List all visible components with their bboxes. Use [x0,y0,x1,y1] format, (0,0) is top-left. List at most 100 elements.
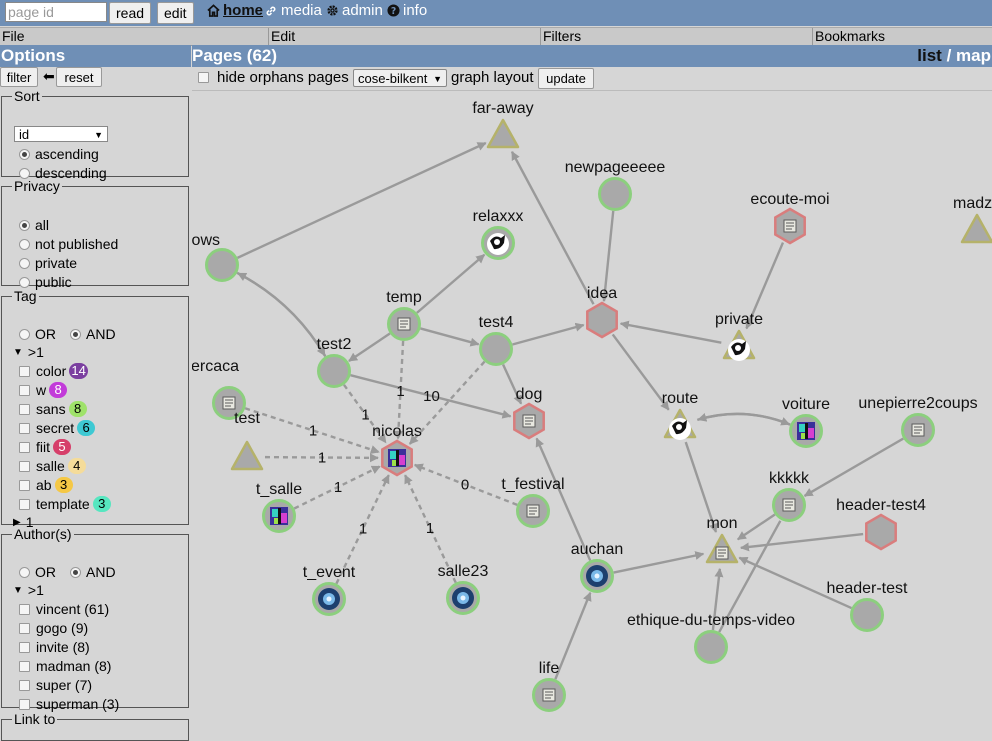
author-checkbox[interactable] [19,622,30,634]
graph-node-t_festival[interactable]: t_festival [501,476,565,528]
author-checkbox[interactable] [19,641,30,653]
edit-button[interactable]: edit [157,2,194,24]
page-id-input[interactable] [5,2,107,22]
nav-admin[interactable]: admin [326,2,383,19]
tag-checkbox[interactable] [19,498,30,510]
graph-node-ecoute-moi[interactable]: ecoute-moi [750,191,830,245]
menu-filters[interactable]: Filters [540,28,812,45]
author-checkbox[interactable] [19,679,30,691]
tag-checkbox[interactable] [19,384,30,396]
graph-node-private[interactable]: private [715,311,763,361]
graph-node-route[interactable]: route [662,390,699,440]
document-icon [783,219,797,233]
sort-ascending-option[interactable]: ascending [19,146,99,162]
privacy-option-public[interactable]: public [19,274,72,290]
authors-group-toggle[interactable]: ▼ >1 [13,582,44,598]
author-item[interactable]: madman (8) [19,658,111,674]
privacy-option-private[interactable]: private [19,255,77,271]
nav-info[interactable]: ? info [387,2,427,19]
graph-node-t_salle[interactable]: t_salle [256,481,302,533]
sort-selected-value: id [19,127,30,142]
tag-checkbox[interactable] [19,365,30,377]
graph-node-relaxxx[interactable]: relaxxx [473,208,524,260]
graph-node-life[interactable]: life [532,660,566,712]
nav-media[interactable]: media [264,2,322,19]
authors-and-radio[interactable] [70,566,81,578]
graph-node-temp[interactable]: temp [386,289,422,341]
privacy-not-published-radio[interactable] [19,238,30,250]
privacy-all-radio[interactable] [19,219,30,231]
privacy-option-not-published[interactable]: not published [19,236,118,252]
author-checkbox[interactable] [19,660,30,672]
read-button[interactable]: read [109,2,152,24]
graph-node-windows[interactable]: windows [192,232,239,282]
sort-descending-radio[interactable] [19,167,30,179]
graph-node-far-away[interactable]: far-away [472,100,534,149]
tag-or-radio[interactable] [19,328,30,340]
tag-group-toggle[interactable]: ▼ >1 [13,344,44,360]
triangle-right-icon: ▶ [13,516,21,528]
tag-checkbox[interactable] [19,422,30,434]
author-item[interactable]: super (7) [19,677,92,693]
graph-node-supercaca[interactable]: supercaca [192,358,246,420]
hide-orphans-checkbox[interactable] [198,72,209,83]
view-list-link[interactable]: list [917,46,942,65]
graph-edge [697,412,791,426]
privacy-option-all[interactable]: all [19,217,49,233]
tag-checkbox[interactable] [19,479,30,491]
view-map-link[interactable]: map [956,46,991,65]
privacy-private-radio[interactable] [19,257,30,269]
tag-checkbox[interactable] [19,460,30,472]
graph-node-header-test[interactable]: header-test [827,580,908,632]
graph-node-ethique-du-temps-video[interactable]: ethique-du-temps-video [627,612,795,664]
menu-bookmarks[interactable]: Bookmarks [812,28,992,45]
author-checkbox[interactable] [19,603,30,615]
menu-edit[interactable]: Edit [268,28,540,45]
graph-node-unepierre2coups[interactable]: unepierre2coups [858,395,978,447]
author-item[interactable]: invite (8) [19,639,90,655]
graph-node-newpageeeee[interactable]: newpageeeee [565,159,666,211]
author-item[interactable]: vincent (61) [19,601,109,617]
graph-node-test2[interactable]: test2 [317,336,352,388]
menu-file[interactable]: File [2,28,25,44]
tag-checkbox[interactable] [19,403,30,415]
reset-button[interactable]: reset [56,67,102,87]
privacy-public-radio[interactable] [19,276,30,288]
graph-node-header-test4[interactable]: header-test4 [836,497,926,551]
graph-node-nicolas[interactable]: nicolas [372,423,422,477]
sort-descending-option[interactable]: descending [19,165,107,181]
graph-node-kkkkk[interactable]: kkkkk [769,470,810,522]
graph-node-test4[interactable]: test4 [479,314,514,366]
sort-select[interactable]: id ▼ [14,126,108,142]
tag-group-collapsed[interactable]: ▶ 1 [13,514,34,530]
update-button[interactable]: update [538,68,594,89]
graph-node-mon[interactable]: mon [705,515,739,564]
layout-select[interactable]: cose-bilkent ▼ [353,69,447,87]
graph-node-test[interactable]: test [230,410,264,471]
graph-node-dog[interactable]: dog [513,386,545,440]
tag-checkbox[interactable] [19,441,30,453]
authors-or-radio[interactable] [19,566,30,578]
tag-and-radio[interactable] [70,328,81,340]
author-checkbox[interactable] [19,698,30,710]
graph-node-voiture[interactable]: voiture [782,396,830,448]
filter-button[interactable]: filter [0,67,38,87]
author-item[interactable]: superman (3) [19,696,119,712]
author-item[interactable]: gogo (9) [19,620,88,636]
graph-node-auchan[interactable]: auchan [571,541,624,593]
graph-node-idea[interactable]: idea [586,285,618,339]
graph-node-salle23[interactable]: salle23 [438,563,489,615]
graph-node-t_event[interactable]: t_event [303,564,356,616]
sort-ascending-radio[interactable] [19,148,30,160]
nav-home[interactable]: home [207,2,263,19]
